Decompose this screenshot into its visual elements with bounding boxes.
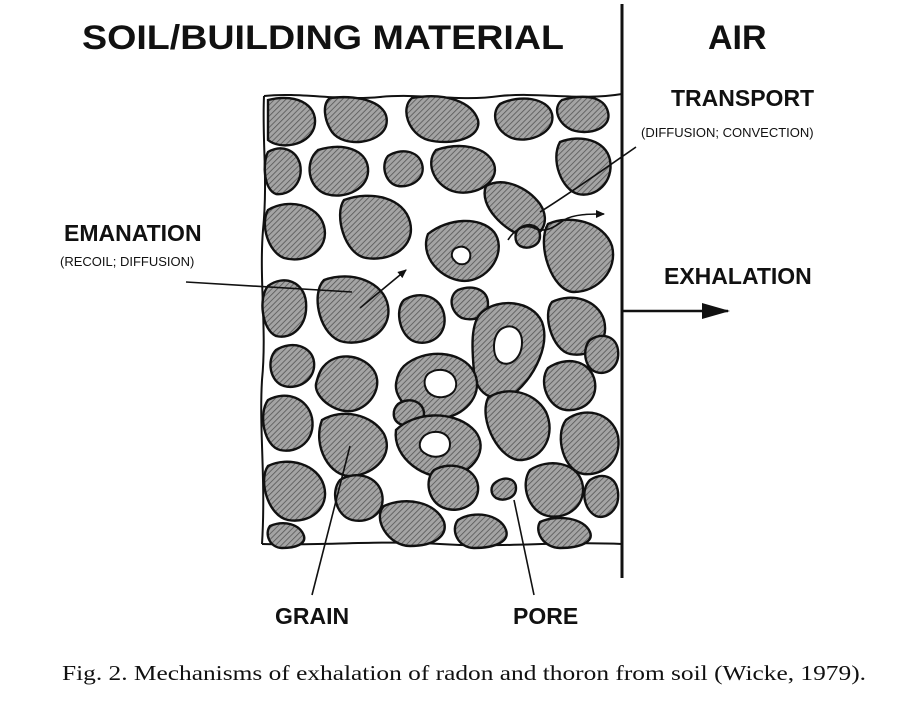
grain [492,479,517,500]
grain [544,361,595,410]
air-title: AIR [708,19,767,57]
grain [429,466,479,510]
grain-label: GRAIN [275,603,349,629]
grain [268,98,315,145]
grain [556,139,610,195]
transport-label: TRANSPORT [671,85,814,111]
grain [268,523,305,548]
figure-caption: Fig. 2. Mechanisms of exhalation of rado… [62,661,866,685]
grain [335,475,383,521]
grain [526,463,583,516]
grains [262,96,618,548]
emanation-label: EMANATION [64,220,202,246]
grain [264,462,325,521]
grain [486,391,550,460]
grain [584,476,618,517]
exhalation-label: EXHALATION [664,263,812,289]
grain [384,151,422,186]
grain [270,345,314,387]
grain [538,518,590,548]
grain [318,276,389,342]
pore-hole [452,247,470,265]
grain [406,96,478,142]
grain [325,97,387,142]
grain [399,295,445,343]
grain [340,196,411,259]
emanation-detail: (RECOIL; DIFFUSION) [60,254,194,269]
grain [265,148,301,194]
soil-building-material-title: SOIL/BUILDING MATERIAL [82,19,564,57]
grain [319,414,387,476]
grain [455,515,507,548]
grain [585,336,618,373]
transport-detail: (DIFFUSION; CONVECTION) [641,125,814,140]
pore-hole [420,432,450,457]
grain [557,97,608,132]
grain [310,147,369,196]
grain [380,501,445,546]
pore-leader-line [514,500,534,595]
pore-hole [425,370,457,397]
grain [495,99,552,140]
grain [265,204,325,259]
pore-hole [494,326,522,363]
grain [316,356,377,411]
grain [263,396,312,451]
grain [544,220,613,292]
pore-label: PORE [513,603,578,629]
grain [561,413,619,475]
